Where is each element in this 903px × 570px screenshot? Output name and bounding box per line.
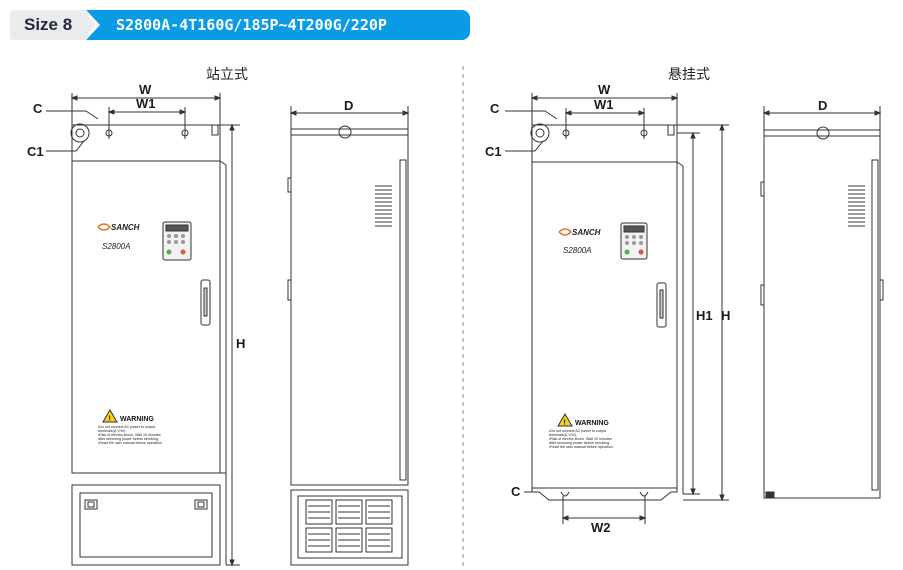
dim-w1-wall: W1: [594, 97, 614, 112]
svg-text:!: !: [564, 420, 566, 427]
dim-h: H: [236, 336, 245, 351]
brand-name: SANCH: [572, 228, 601, 237]
warning-line: after removing power before servicing.: [98, 437, 159, 441]
dim-h-wall: H: [721, 308, 730, 323]
brand-logo-icon: [97, 223, 112, 231]
warning-title: WARNING: [575, 420, 609, 427]
model-range-banner: S2800A-4T160G/185P~4T200G/220P: [86, 10, 470, 40]
wall-front-dimensions: [505, 93, 729, 524]
dim-c-bottom: C: [511, 484, 521, 499]
dim-c1-wall: C1: [485, 144, 502, 159]
floor-standing-caption: 站立式: [206, 67, 248, 83]
section-header: S2800A-4T160G/185P~4T200G/220P Size 8: [0, 8, 470, 42]
warning-line: after removing power before servicing.: [549, 441, 610, 445]
warning-line: •Do not connect AC power to output: [98, 425, 155, 429]
warning-line: •Read the user manual before operation.: [98, 441, 163, 445]
warning-triangle-icon: [557, 413, 573, 427]
size-badge: Size 8: [10, 10, 88, 40]
warning-line: •Read the user manual before operation.: [549, 445, 614, 449]
dim-c: C: [33, 101, 43, 116]
wall-hanging-caption: 悬挂式: [668, 67, 710, 83]
svg-text:!: !: [109, 416, 111, 423]
brand-logo-icon: [558, 228, 573, 236]
dim-w-wall: W: [598, 82, 611, 97]
warning-line: terminals(U,V,W).: [98, 429, 126, 433]
warning-triangle-icon: [102, 409, 118, 423]
warning-title: WARNING: [120, 416, 154, 423]
dim-w: W: [139, 82, 152, 97]
warning-line: •Do not connect AC power to output: [549, 429, 606, 433]
dim-d-wall: D: [818, 98, 827, 113]
floor-front-view: SANCH S2800A ! WARNING •Do not connect A…: [70, 123, 227, 566]
model-label: S2800A: [563, 246, 591, 255]
dim-w1: W1: [136, 96, 156, 111]
warning-line: •Risk of electric shock. Wait 10 minutes: [549, 437, 612, 441]
dim-w2: W2: [591, 520, 611, 535]
wall-front-view: SANCH S2800A ! WARNING •Do not connect A…: [530, 123, 684, 501]
floor-front-dimensions: [46, 93, 240, 567]
warning-line: •Risk of electric shock. Wait 10 minutes: [98, 433, 161, 437]
dim-d-floor: D: [344, 98, 353, 113]
size-badge-chevron: [82, 10, 96, 40]
dim-h1: H1: [696, 308, 713, 323]
warning-line: terminals(U,V,W).: [549, 433, 577, 437]
dim-c1: C1: [27, 144, 44, 159]
brand-name: SANCH: [111, 223, 140, 232]
model-label: S2800A: [102, 242, 130, 251]
dim-c-wall: C: [490, 101, 500, 116]
wall-side-view: [760, 106, 884, 499]
floor-side-view: [287, 106, 410, 566]
